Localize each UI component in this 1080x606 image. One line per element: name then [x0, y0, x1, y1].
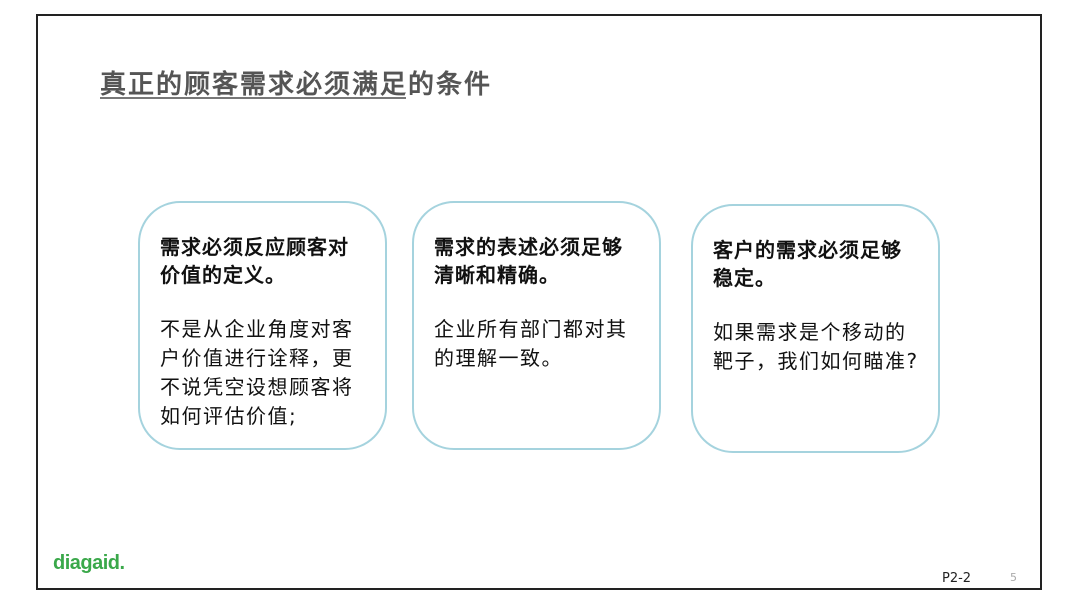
line: 如何评估价值; — [160, 404, 298, 428]
line: 需求的表述必须足够 — [434, 235, 623, 259]
slide-frame — [36, 14, 1042, 590]
line: 如果需求是个移动的 — [713, 320, 907, 344]
page-number: 5 — [1010, 571, 1017, 584]
line: 靶子，我们如何瞄准? — [713, 349, 919, 373]
line: 价值的定义。 — [160, 263, 286, 287]
line: 不是从企业角度对客 — [160, 317, 354, 341]
slide-title: 真正的顾客需求必须满足的条件 — [100, 70, 493, 100]
card-heading: 需求必须反应顾客对价值的定义。 — [160, 233, 385, 289]
card-body: 企业所有部门都对其的理解一致。 — [434, 315, 659, 373]
card-heading: 客户的需求必须足够稳定。 — [713, 236, 938, 292]
line: 需求必须反应顾客对 — [160, 235, 349, 259]
condition-card-1: 需求必须反应顾客对价值的定义。 不是从企业角度对客户价值进行诠释，更不说凭空设想… — [138, 201, 387, 450]
title-underline — [100, 97, 406, 99]
line: 企业所有部门都对其 — [434, 317, 628, 341]
condition-card-3: 客户的需求必须足够稳定。 如果需求是个移动的靶子，我们如何瞄准? — [691, 204, 940, 453]
line: 稳定。 — [713, 266, 776, 290]
line: 户价值进行诠释，更 — [160, 346, 354, 370]
diagaid-logo: diagaid. — [53, 552, 125, 574]
card-body: 如果需求是个移动的靶子，我们如何瞄准? — [713, 318, 938, 376]
line: 客户的需求必须足够 — [713, 238, 902, 262]
condition-card-2: 需求的表述必须足够清晰和精确。 企业所有部门都对其的理解一致。 — [412, 201, 661, 450]
card-body: 不是从企业角度对客户价值进行诠释，更不说凭空设想顾客将如何评估价值; — [160, 315, 385, 431]
card-heading: 需求的表述必须足够清晰和精确。 — [434, 233, 659, 289]
line: 不说凭空设想顾客将 — [160, 375, 354, 399]
line: 的理解一致。 — [434, 346, 563, 370]
page-code: P2-2 — [942, 571, 972, 586]
line: 清晰和精确。 — [434, 263, 560, 287]
